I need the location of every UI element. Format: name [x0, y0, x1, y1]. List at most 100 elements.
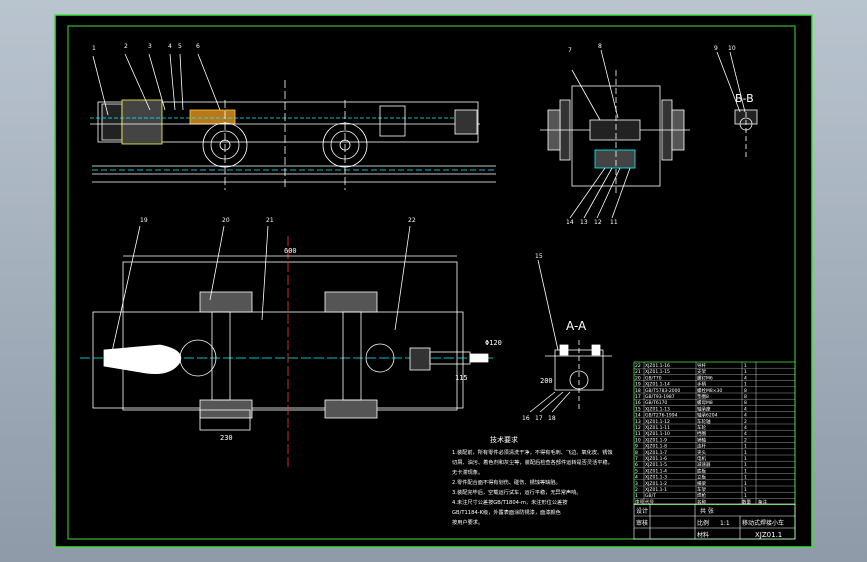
- dim-overall-width: 600: [284, 247, 297, 255]
- bom-cell-qty: 4: [744, 425, 747, 431]
- tech-req-line: 3.装配完毕后，空载运行试车，运行平稳，无异常声响。: [452, 488, 581, 496]
- bom-cell-name: 支架: [697, 368, 706, 375]
- balloon-label: 16: [522, 415, 530, 422]
- scale-value: 1:1: [720, 520, 730, 527]
- bom-cell-index: 19: [635, 382, 641, 388]
- balloon-label: 15: [535, 253, 543, 260]
- bom-cell-index: 6: [635, 462, 638, 468]
- bom-cell-name: 轴承座: [697, 405, 711, 412]
- bom-header-name: 名称: [697, 498, 706, 505]
- balloon-label: 17: [535, 415, 543, 422]
- bom-cell-name: 导杆: [697, 362, 706, 369]
- bom-cell-index: 21: [635, 369, 641, 375]
- drawing-sheet: [54, 14, 813, 548]
- bom-cell-code: XJZ01.1-16: [645, 363, 670, 369]
- bom-cell-qty: 2: [744, 419, 747, 425]
- balloon-label: 9: [714, 45, 718, 52]
- dim-rail-gauge: 230: [220, 434, 233, 442]
- bom-cell-name: 焊枪: [697, 492, 706, 499]
- bom-cell-name: 立板: [697, 474, 706, 481]
- balloon-label: 4: [168, 43, 172, 50]
- tech-req-line: 无卡滞现象。: [452, 468, 483, 476]
- front-elevation-view: [90, 53, 496, 190]
- bom-cell-index: 15: [635, 406, 641, 412]
- design-label: 设计: [636, 507, 648, 515]
- bom-cell-code: XJZ01.1-9: [645, 437, 667, 443]
- balloon-group-aa: 15 16 17 18: [522, 253, 556, 422]
- bom-cell-index: 22: [635, 363, 641, 369]
- balloon-label: 12: [594, 219, 602, 226]
- bom-cell-qty: 8: [744, 394, 747, 400]
- bom-cell-index: 13: [635, 419, 641, 425]
- bom-cell-qty: 1: [744, 444, 747, 450]
- tech-req-line: GB/T1184-K级，外露表面涂防锈漆，面漆颜色: [452, 508, 561, 516]
- dim-diameter: Φ120: [485, 339, 502, 347]
- bom-cell-index: 20: [635, 375, 641, 381]
- bom-cell-code: XJZ01.1-8: [645, 444, 667, 450]
- bom-cell-qty: 8: [744, 388, 747, 394]
- bom-cell-code: XJZ01.1-7: [645, 450, 667, 456]
- bom-cell-qty: 1: [744, 475, 747, 481]
- bom-header-code: 代号: [645, 498, 654, 505]
- bom-cell-name: 底板: [697, 467, 706, 474]
- tech-req-lines: 1.装配前，所有零件必须清洗干净，不得有毛刺、飞边、氧化皮、锈蚀 切屑、油污、着…: [452, 448, 613, 526]
- balloon-label: 3: [148, 43, 152, 50]
- balloon-label: 1: [92, 45, 96, 52]
- bom-cell-index: 8: [635, 450, 638, 456]
- balloon-label: 14: [566, 219, 574, 226]
- balloon-group-bb: 9 10: [714, 45, 736, 52]
- bom-cell-name: 车轮轴: [697, 418, 711, 425]
- balloon-label: 10: [728, 45, 736, 52]
- bom-cell-qty: 4: [744, 406, 747, 412]
- bom-cell-qty: 1: [744, 369, 747, 375]
- balloon-label: 22: [408, 217, 416, 224]
- bom-cell-index: 16: [635, 400, 641, 406]
- bom-cell-qty: 8: [744, 400, 747, 406]
- bom-cell-code: XJZ01.1-2: [645, 481, 667, 487]
- balloon-label: 18: [548, 415, 556, 422]
- balloon-label: 11: [610, 219, 618, 226]
- plan-view: [80, 225, 495, 470]
- bom-cell-index: 14: [635, 413, 641, 419]
- bom-cell-name: 轴承6204: [697, 412, 718, 419]
- bom-cell-index: 17: [635, 394, 641, 400]
- bom-cell-code: XJZ01.1-1: [645, 487, 667, 493]
- bom-cell-qty: 1: [744, 456, 747, 462]
- balloon-label: 13: [580, 219, 588, 226]
- check-label: 审核: [636, 519, 648, 527]
- bom-cell-name: 销轴: [697, 436, 706, 443]
- bom-cell-code: XJZ01.1-5: [645, 462, 667, 468]
- balloon-label: 2: [124, 43, 128, 50]
- bom-cell-name: 夹头: [697, 449, 706, 456]
- tech-req-line: 切屑、油污、着色剂和灰尘等，装配后检查各部件运转是否灵活平稳，: [452, 458, 613, 466]
- bom-cell-code: GB/T6170: [645, 400, 667, 406]
- bom-cell-index: 4: [635, 475, 638, 481]
- bom-cell-index: 10: [635, 437, 641, 443]
- bom-cell-index: 7: [635, 456, 638, 462]
- section-aa-label: A-A: [566, 319, 587, 333]
- bom-cell-qty: 4: [744, 431, 747, 437]
- bom-cell-code: XJZ01.1-11: [645, 425, 670, 431]
- tech-req-line: 按用户要求。: [452, 518, 483, 526]
- material-label: 材料: [697, 531, 709, 539]
- bom-cell-name: 垫圈8: [697, 393, 709, 400]
- bom-cell-qty: 1: [744, 468, 747, 474]
- bom-header-qty: 数量: [742, 498, 751, 505]
- bom-cell-code: XJZ01.1-15: [645, 369, 670, 375]
- part-name: 移动式焊接小车: [742, 519, 784, 527]
- bom-cell-name: 减速器: [697, 461, 711, 468]
- balloon-label: 5: [178, 43, 182, 50]
- section-aa-view: [529, 259, 612, 413]
- balloon-label: 21: [266, 217, 274, 224]
- bom-cell-index: 18: [635, 388, 641, 394]
- section-bb-view: [716, 51, 758, 160]
- dim-offset: 115: [455, 374, 468, 382]
- tech-req-title: 技术要求: [490, 435, 518, 444]
- dim-height-aa: 200: [540, 377, 553, 385]
- tech-req-line: 4.未注尺寸公差按GB/T1804-m，未注形位公差按: [452, 498, 567, 506]
- bom-cell-name: 螺钉M6: [697, 374, 713, 381]
